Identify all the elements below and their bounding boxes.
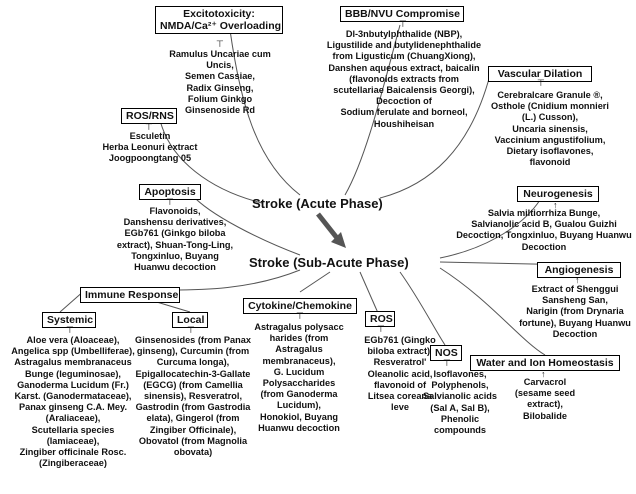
link-excitotoxicity — [229, 29, 301, 196]
inhibit-icon: ⊤ — [216, 39, 224, 49]
ros-rns-agents: Esculetin Herba Leonuri extract Joogpoon… — [102, 131, 198, 164]
stimulate-icon: ↑ — [541, 369, 546, 379]
water-box: Water and Ion Homeostasis — [470, 355, 620, 371]
inhibit-icon: ⊤ — [537, 78, 545, 88]
neurogenesis-box: Neurogenesis — [517, 186, 599, 202]
neurogenesis-agents: Salvia miltiorrhiza Bunge, Salvianolic a… — [456, 208, 632, 252]
ros-rns-box: ROS/RNS — [121, 108, 177, 124]
systemic-agents: Aloe vera (Aloaceae), Angelica spp (Umbe… — [11, 335, 135, 469]
angiogenesis-box: Angiogenesis — [537, 262, 621, 278]
link-water — [439, 267, 546, 356]
link-vascular — [379, 74, 491, 199]
bbb-box: BBB/NVU Compromise — [340, 6, 464, 22]
inhibit-icon: ⊤ — [166, 197, 174, 207]
angiogenesis-agents: Extract of Shenggui Sansheng San, Narigi… — [519, 284, 631, 339]
inhibit-icon: ⊤ — [399, 19, 407, 29]
link-cytokine — [299, 271, 331, 293]
excitotoxicity-agents: Ramulus Uncariae cum Uncis, Semen Cassia… — [169, 49, 271, 116]
local-box: Local — [172, 312, 208, 328]
ros-agents: EGb761 (Gingko biloba extract), Resverat… — [364, 335, 436, 413]
link-neurogenesis — [439, 199, 541, 259]
inhibit-icon: ⊤ — [145, 122, 153, 132]
bbb-agents: Dl-3nbutylphthalide (NBP), Ligustilide a… — [326, 29, 482, 129]
inhibit-icon: ⊤ — [66, 325, 74, 335]
phase-arrow — [316, 212, 346, 248]
link-nos — [399, 271, 446, 346]
excitotoxicity-box: Excitotoxicity: NMDA/Ca²⁺ Overloading — [155, 6, 283, 34]
nos-box: NOS — [430, 345, 462, 361]
ros-box: ROS — [365, 311, 395, 327]
excitotoxicity-label-1: Excitotoxicity: — [183, 8, 255, 20]
systemic-box: Systemic — [42, 312, 96, 328]
vascular-agents: Cerebralcare Granule ®, Osthole (Cnidium… — [491, 90, 609, 168]
link-ros — [359, 271, 379, 314]
local-agents: Ginsenosides (from Panax ginseng), Curcu… — [135, 335, 251, 458]
inhibit-icon: ⊤ — [377, 324, 385, 334]
subacute-phase-title: Stroke (Sub-Acute Phase) — [249, 255, 409, 270]
excitotoxicity-label-2: NMDA/Ca²⁺ Overloading — [160, 20, 282, 32]
link-apoptosis — [191, 194, 301, 256]
inhibit-icon: ⊤ — [443, 358, 451, 368]
inhibit-icon: ⊤ — [187, 325, 195, 335]
cytokine-agents: Astragalus polysacc harides (from Astrag… — [254, 322, 344, 433]
cytokine-box: Cytokine/Chemokine — [243, 298, 357, 314]
vascular-box: Vascular Dilation — [488, 66, 592, 82]
link-bbb — [344, 24, 401, 196]
inhibit-icon: ⊤ — [296, 311, 304, 321]
acute-phase-title: Stroke (Acute Phase) — [252, 196, 383, 211]
water-agents: Carvacrol (sesame seed extract), Bilobal… — [514, 377, 576, 421]
link-immune — [169, 269, 301, 291]
apoptosis-box: Apoptosis — [139, 184, 201, 200]
apoptosis-agents: Flavonoids, Danshensu derivatives, EGb76… — [116, 206, 234, 273]
stimulate-icon: ↑ — [553, 200, 558, 210]
immune-box: Immune Response — [80, 287, 180, 303]
nos-agents: Isoflavones, Polyphenols, Salvianolic ac… — [422, 369, 498, 436]
stimulate-icon: ↑ — [575, 275, 580, 285]
link-ros-rns — [159, 119, 263, 204]
